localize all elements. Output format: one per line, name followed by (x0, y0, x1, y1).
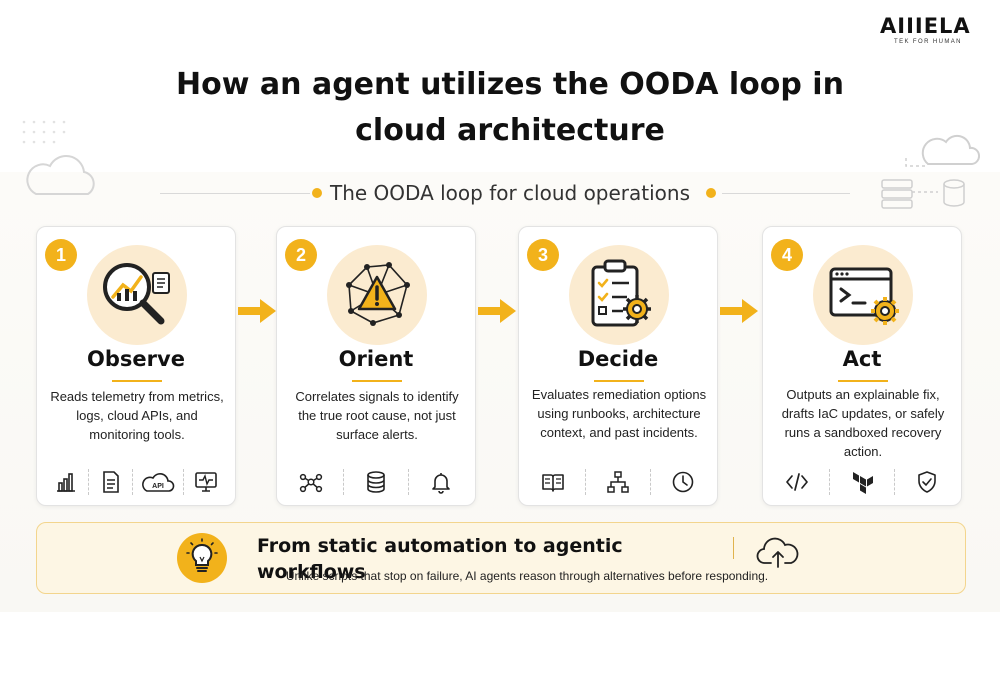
flow-arrow-icon (238, 299, 276, 323)
card-title: Decide (577, 347, 659, 371)
banner-description: Unlike scripts that stop on failure, AI … (285, 569, 769, 583)
shield-check-icon (910, 467, 944, 497)
icon-divider (132, 469, 134, 495)
subtitle-dot-right (706, 188, 716, 198)
book-icon (536, 467, 570, 497)
icon-divider (893, 469, 895, 495)
title-underline (112, 380, 162, 382)
card-act: 4 Act Outputs an explainable fix, drafts… (762, 226, 962, 506)
page-title: How an agent utilizes the OODA loop in c… (176, 67, 844, 148)
icon-divider (649, 469, 651, 495)
server-cloud-decoration (881, 134, 980, 209)
icon-divider (88, 469, 90, 495)
icon-divider (829, 469, 831, 495)
hero-circle (813, 245, 913, 345)
api-label: API (152, 483, 164, 490)
card-description: Reads telemetry from metrics, logs, clou… (50, 389, 224, 442)
icon-divider (585, 469, 587, 495)
flow-arrow-icon (478, 299, 516, 323)
banner-divider (733, 537, 734, 559)
flow-arrow-icon (720, 299, 758, 323)
bar-chart-icon (49, 467, 83, 497)
hero-circle (569, 245, 669, 345)
icon-row (277, 465, 475, 499)
api-cloud-icon: API (138, 467, 178, 497)
terminal-gear-icon (829, 267, 899, 325)
title-underline (838, 380, 888, 382)
logo-word: AIIIELA (880, 14, 971, 38)
icon-row (763, 465, 961, 499)
icon-divider (407, 469, 409, 495)
step-badge: 4 (771, 239, 803, 271)
icon-divider (182, 469, 184, 495)
card-title: Act (842, 347, 882, 371)
clock-icon (666, 467, 700, 497)
card-description: Outputs an explainable fix, drafts IaC u… (781, 387, 945, 459)
title-underline (594, 380, 644, 382)
cloud-upload-icon (756, 537, 799, 568)
step-badge: 1 (45, 239, 77, 271)
icon-row (519, 465, 717, 499)
step-badge: 3 (527, 239, 559, 271)
hero-circle (87, 245, 187, 345)
icon-divider (343, 469, 345, 495)
card-description: Evaluates remediation options using runb… (531, 387, 707, 440)
subtitle-line-left (160, 193, 310, 194)
hierarchy-icon (601, 467, 635, 497)
lightbulb-icon (177, 533, 227, 583)
card-description: Correlates signals to identify the true … (295, 389, 459, 442)
hero-circle (327, 245, 427, 345)
logo: AIIIELA TEK FOR HUMAN (880, 14, 990, 50)
dot-grid-decoration (22, 120, 66, 144)
terraform-icon (845, 467, 879, 497)
monitor-pulse-icon (189, 467, 223, 497)
code-icon (780, 467, 814, 497)
card-title: Observe (87, 347, 185, 371)
icon-row: API (37, 465, 235, 499)
summary-banner: From static automation to agentic workfl… (36, 522, 966, 594)
clipboard-gear-icon (591, 259, 651, 327)
cloud-outline-icon (26, 155, 95, 195)
card-decide: 3 Decide Evaluates remediation options u… (518, 226, 718, 506)
diagram-subtitle: The OODA loop for cloud operations (329, 181, 691, 205)
step-badge: 2 (285, 239, 317, 271)
bell-icon (424, 467, 458, 497)
card-observe: 1 Observe Reads telemetry from metrics, … (36, 226, 236, 506)
card-title: Orient (338, 347, 414, 371)
card-orient: 2 Orient Correlates signals to identify … (276, 226, 476, 506)
document-icon (94, 467, 128, 497)
magnifier-chart-icon (103, 263, 170, 325)
subtitle-line-right (722, 193, 850, 194)
subtitle-dot-left (312, 188, 322, 198)
network-nodes-icon (294, 467, 328, 497)
database-icon (359, 467, 393, 497)
network-warning-icon (346, 262, 410, 326)
title-underline (352, 380, 402, 382)
logo-tagline: TEK FOR HUMAN (894, 39, 962, 45)
banner-title: From static automation to agentic workfl… (257, 535, 623, 583)
